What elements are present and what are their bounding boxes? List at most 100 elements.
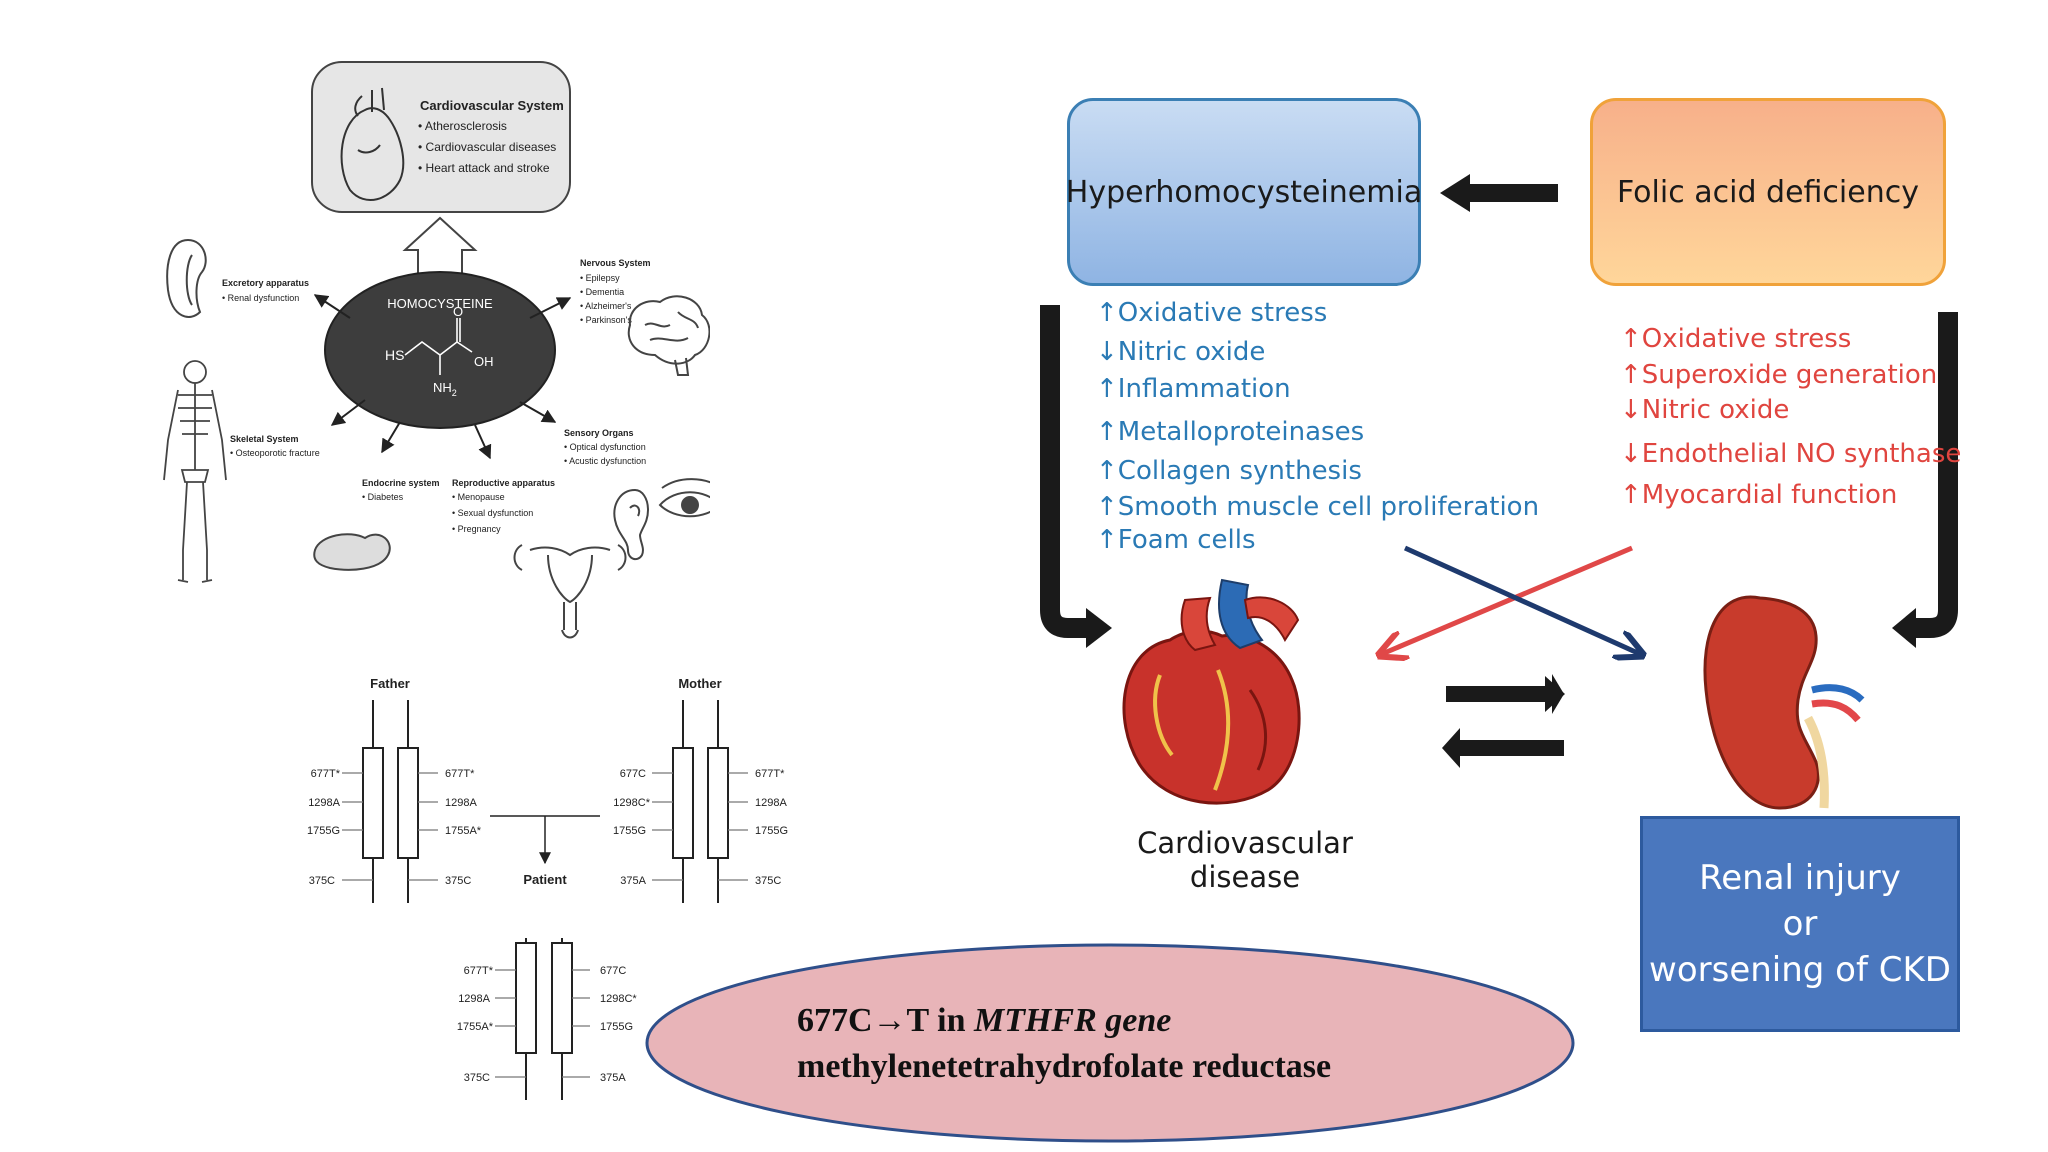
molecule-o: O <box>453 304 463 319</box>
mother-left-ticks <box>652 772 683 881</box>
allele-label: 375C <box>309 875 335 887</box>
excretory-title: Excretory apparatus <box>222 278 309 288</box>
allele-label: 677T* <box>464 965 494 977</box>
hyper-effect-item: ↑Foam cells <box>1096 527 1256 553</box>
skeletal-title: Skeletal System <box>230 434 299 444</box>
arrow-to-excretory <box>313 294 351 319</box>
effect-arrow: ↑ <box>1096 492 1118 522</box>
hyper-effect-item: ↑Collagen synthesis <box>1096 458 1362 484</box>
cardiovascular-disease-label: Cardiovascular disease <box>1137 826 1353 894</box>
folic-effect-item: ↑Superoxide generation <box>1620 362 1937 388</box>
allele-label: 1298A <box>445 797 477 809</box>
eye-icon <box>658 478 710 518</box>
endocrine-item: • Diabetes <box>362 492 404 502</box>
effect-text: Nitric oxide <box>1641 395 1790 425</box>
mthfr-line-1: 677C→T in MTHFR gene <box>797 998 1331 1044</box>
homocysteine-molecule <box>404 318 473 375</box>
allele-label: 375C <box>464 1072 490 1084</box>
allele-label: 1298C* <box>613 797 650 809</box>
genetics-diagram: Father 677T* 1298A 1755G 375C 677T* 1298… <box>307 676 788 1100</box>
mother-right-ticks <box>718 772 748 881</box>
effect-arrow: ↑ <box>1620 324 1642 354</box>
nervous-title: Nervous System <box>580 258 651 268</box>
allele-label: 677C <box>620 768 646 780</box>
effect-text: Oxidative stress <box>1117 298 1328 328</box>
hollow-up-arrow <box>402 216 478 280</box>
brain-sketch-icon <box>627 295 710 376</box>
arrow-to-sensory <box>519 401 557 423</box>
allele-label: 1298C* <box>600 993 637 1005</box>
patient-left-ticks <box>495 969 526 1078</box>
renal-line-3: worsening of CKD <box>1649 950 1951 990</box>
hyper-effect-item: ↑Oxidative stress <box>1096 300 1327 326</box>
homocysteine-diagram: Cardiovascular System • Atherosclerosis … <box>163 61 710 639</box>
effect-text: Oxidative stress <box>1641 324 1852 354</box>
effect-text: Inflammation <box>1117 374 1291 404</box>
effect-arrow: ↑ <box>1096 456 1118 486</box>
hyper-effect-item: ↑Smooth muscle cell proliferation <box>1096 494 1539 520</box>
folic-effect-item: ↑Myocardial function <box>1620 482 1897 508</box>
allele-label: 677T* <box>445 768 475 780</box>
allele-label: 375C <box>445 875 471 887</box>
effect-text: Smooth muscle cell proliferation <box>1117 492 1540 522</box>
effect-text: Collagen synthesis <box>1117 456 1362 486</box>
sensory-item: • Optical dysfunction <box>564 442 646 452</box>
allele-label: 375A <box>620 875 646 887</box>
effect-arrow: ↑ <box>1096 298 1118 328</box>
allele-label: 1755G <box>613 825 646 837</box>
molecule-hs: HS <box>385 347 404 363</box>
effect-arrow: ↑ <box>1620 480 1642 510</box>
endocrine-title: Endocrine system <box>362 478 440 488</box>
reproductive-item: • Pregnancy <box>452 524 501 534</box>
mthfr-text: 677C→T in MTHFR gene methylenetetrahydro… <box>797 998 1331 1090</box>
kidney-sketch-icon <box>166 238 207 318</box>
hyper-to-heart-arrowhead <box>1086 608 1112 648</box>
allele-label: 1755A* <box>445 825 482 837</box>
mthfr-ellipse <box>645 943 1575 1143</box>
renal-injury-box: Renal injury or worsening of CKD <box>1640 816 1960 1032</box>
reproductive-item: • Sexual dysfunction <box>452 508 533 518</box>
mother-chromosomes <box>672 700 729 903</box>
renal-line-1: Renal injury <box>1699 858 1901 898</box>
sensory-item: • Acustic dysfunction <box>564 456 646 466</box>
effect-text: Metalloproteinases <box>1117 417 1365 447</box>
cardiovascular-item: • Atherosclerosis <box>418 119 507 133</box>
folic-effect-item: ↑Oxidative stress <box>1620 326 1851 352</box>
homocysteine-label: HOMOCYSTEINE <box>387 296 493 311</box>
patient-label: Patient <box>523 872 567 887</box>
mthfr-ellipse-shape <box>645 943 1575 1143</box>
patient-chromosomes <box>515 938 573 1100</box>
renal-line-2: or <box>1782 904 1818 944</box>
effect-text: Endothelial NO synthase <box>1641 439 1962 469</box>
effect-arrow: ↑ <box>1096 525 1118 555</box>
effect-text: Foam cells <box>1117 525 1256 555</box>
arrow-to-nervous <box>529 297 572 319</box>
reproductive-item: • Menopause <box>452 492 505 502</box>
pancreas-icon <box>313 533 391 571</box>
folic-acid-deficiency-label: Folic acid deficiency <box>1617 174 1919 210</box>
effect-arrow: ↑ <box>1620 360 1642 390</box>
folic-to-kidney-arrowhead <box>1892 608 1916 648</box>
skeletal-item: • Osteoporotic fracture <box>230 448 320 458</box>
arrow-to-endocrine <box>381 421 401 454</box>
folic-effect-item: ↓Endothelial NO synthase <box>1620 441 1961 467</box>
mthfr-gene-name: MTHFR gene <box>973 1002 1172 1039</box>
effect-text: Superoxide generation <box>1641 360 1938 390</box>
heart-illustration-icon <box>1122 578 1301 805</box>
nervous-item: • Epilepsy <box>580 273 620 283</box>
heart-sketch-icon <box>340 87 405 201</box>
cardiovascular-box <box>311 61 571 213</box>
ear-icon <box>613 488 650 561</box>
hyperhomocysteinemia-label: Hyperhomocysteinemia <box>1065 174 1423 210</box>
effect-arrow: ↓ <box>1096 337 1118 367</box>
nervous-item: • Dementia <box>580 287 624 297</box>
cardiovascular-title: Cardiovascular System <box>420 98 564 113</box>
sensory-title: Sensory Organs <box>564 428 634 438</box>
effect-arrow: ↓ <box>1620 395 1642 425</box>
kidney-illustration-icon <box>1703 595 1865 810</box>
mthfr-prefix: 677C→T in <box>797 1002 974 1039</box>
nervous-item: • Alzheimer's <box>580 301 632 311</box>
father-right-ticks <box>408 772 438 881</box>
allele-label: 677T* <box>755 768 785 780</box>
excretory-item: • Renal dysfunction <box>222 293 299 303</box>
